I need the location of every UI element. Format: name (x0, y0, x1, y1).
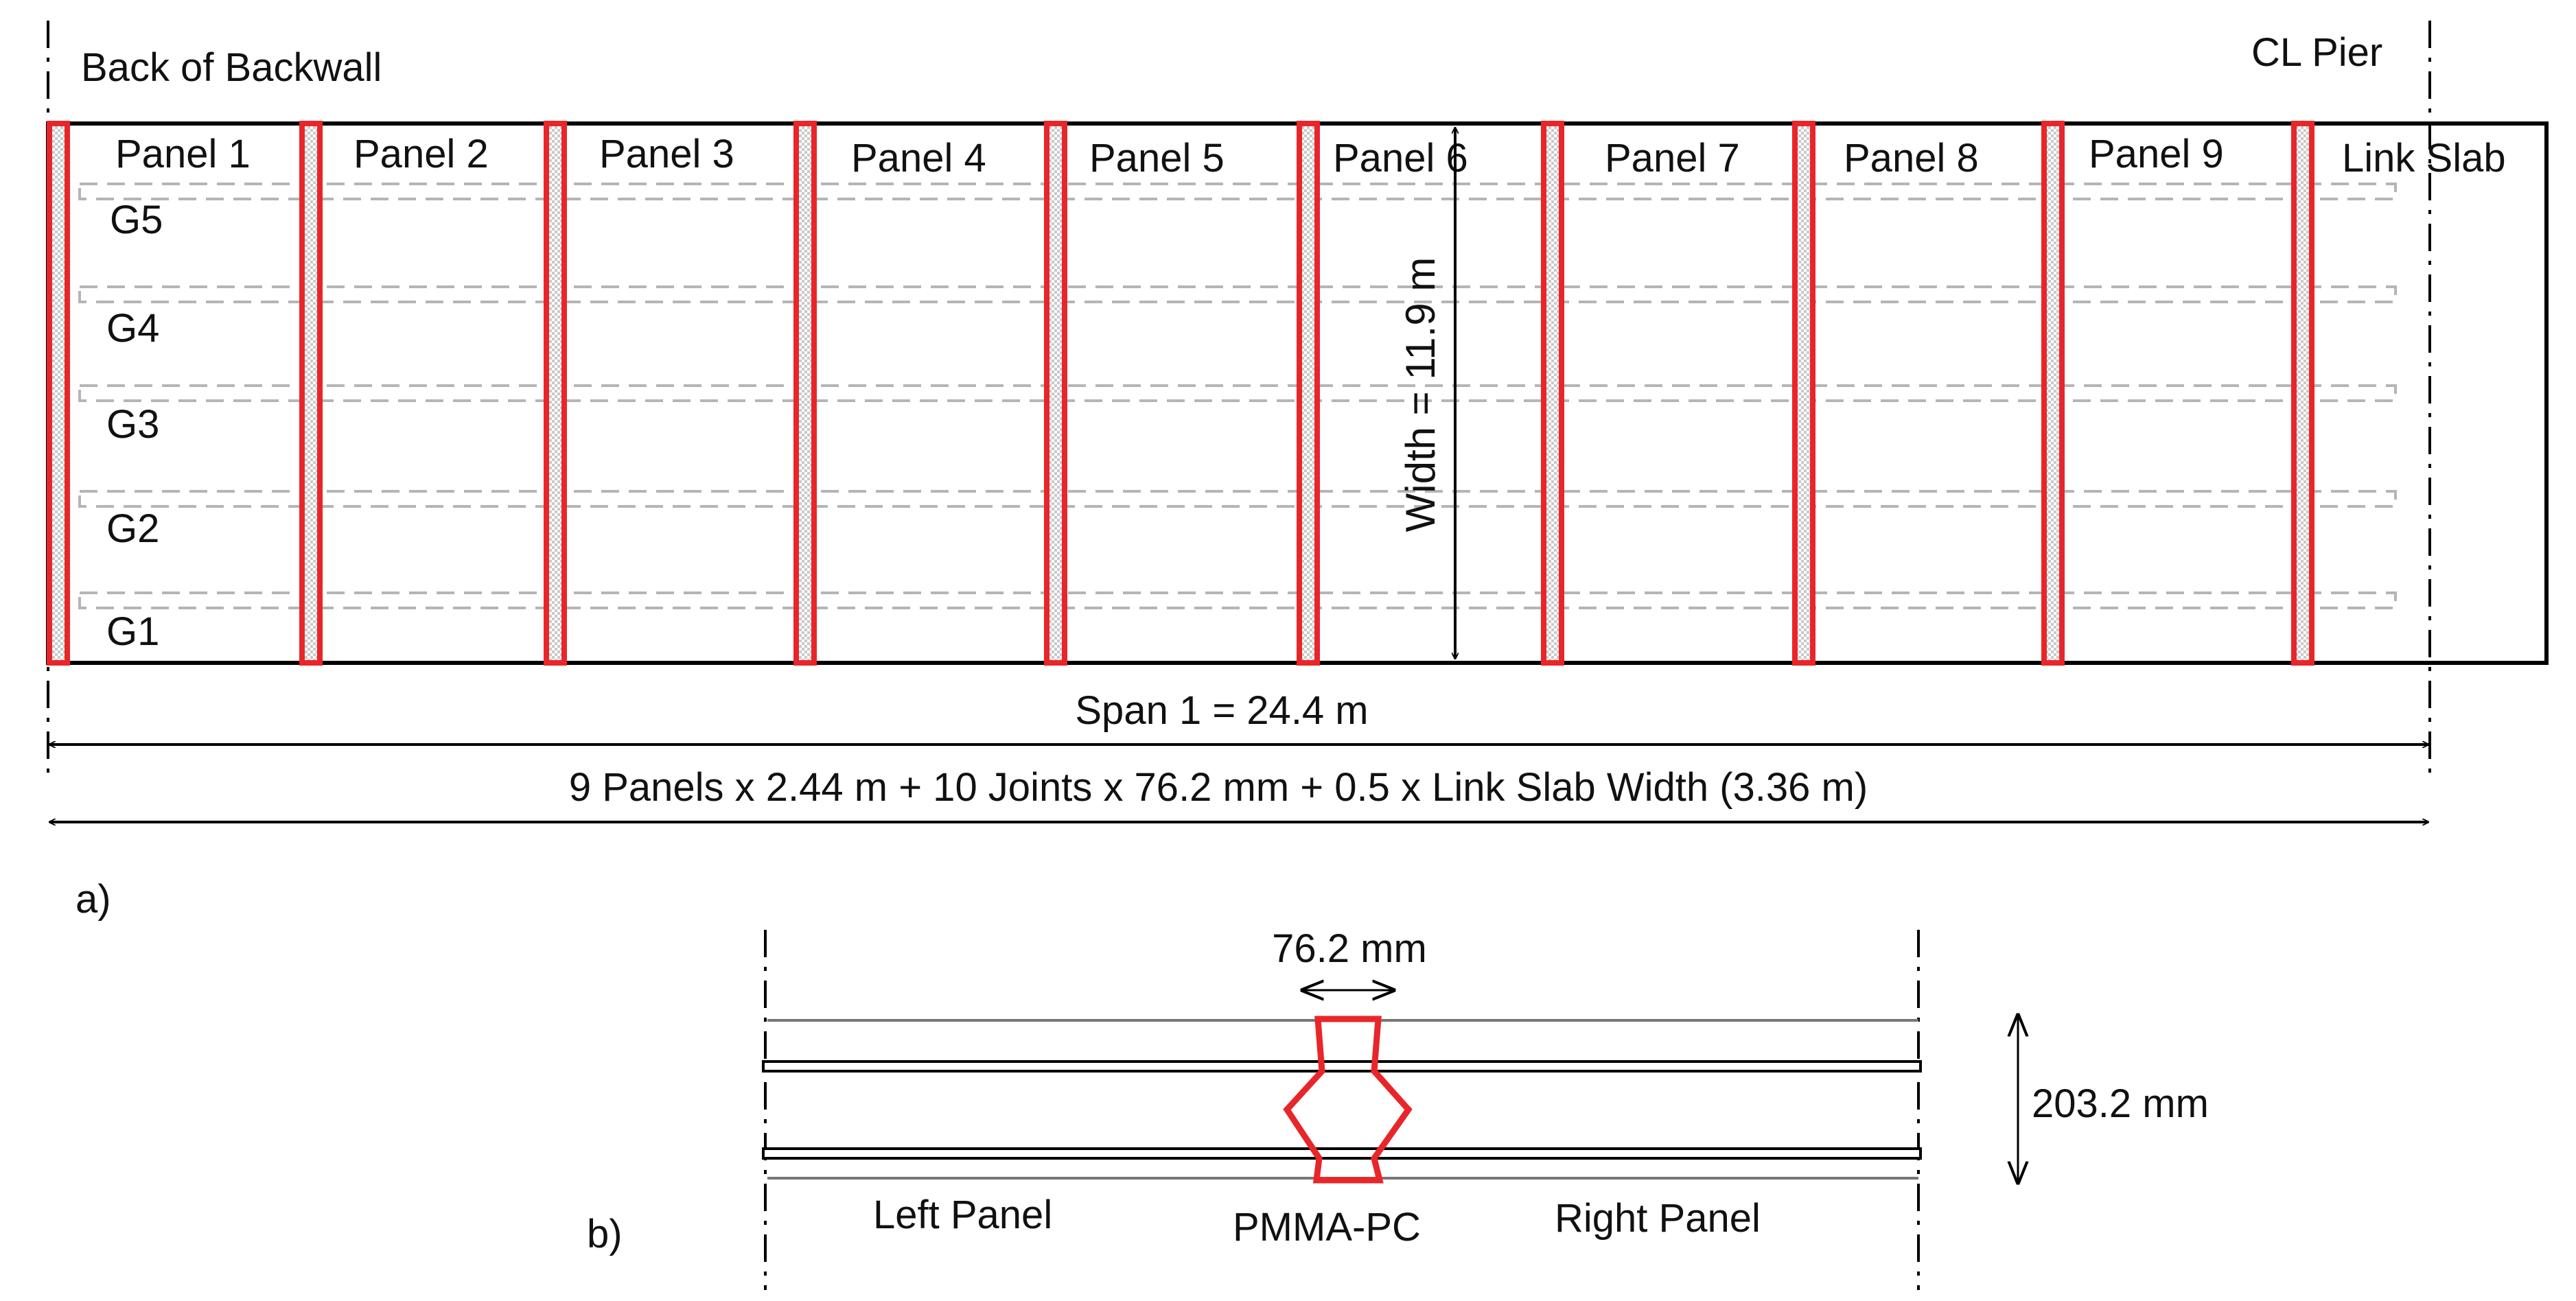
panel-label: Panel 9 (2089, 132, 2224, 176)
panel-label: Panel 8 (1844, 136, 1979, 180)
pmma-pc-joint (1283, 1016, 1413, 1184)
girder-labels: G5 G4 G3 G2 G1 (106, 198, 163, 654)
panel-labels: Panel 1 Panel 2 Panel 3 Panel 4 Panel 5 … (115, 132, 2506, 180)
joint-material-label: PMMA-PC (1233, 1205, 1421, 1250)
girder-label: G2 (106, 506, 159, 551)
joint (1792, 121, 1815, 666)
slab-layers (762, 1019, 1922, 1180)
joint (2291, 121, 2314, 666)
girder-label: G5 (110, 198, 163, 242)
panel-label: Panel 3 (599, 132, 734, 176)
joint (299, 121, 323, 666)
panel-label: Panel 4 (851, 136, 986, 180)
part-b-label: b) (587, 1212, 623, 1256)
left-panel-label: Left Panel (873, 1193, 1052, 1237)
span-label: Span 1 = 24.4 m (1075, 688, 1368, 733)
panel-label: Panel 5 (1089, 136, 1225, 180)
plan-view: Back of Backwall CL Pier Panel (46, 21, 2549, 922)
girder-label: G4 (106, 306, 159, 351)
panel-label: Panel 2 (353, 132, 489, 176)
part-a-label: a) (76, 877, 111, 922)
back-of-backwall-label: Back of Backwall (81, 45, 382, 90)
joint (2041, 121, 2065, 666)
joints (47, 121, 2314, 666)
panel-label: Panel 7 (1605, 136, 1740, 180)
joint (544, 121, 567, 666)
panel-label: Panel 1 (115, 132, 251, 176)
joint (1541, 121, 1564, 666)
panel-label: Panel 6 (1333, 136, 1468, 180)
cl-pier-label: CL Pier (2251, 30, 2382, 75)
girder-label: G1 (106, 609, 159, 654)
girder-label: G3 (106, 402, 159, 447)
joint-section: 76.2 mm 203.2 mm Left Panel PMMA-PC Righ… (587, 926, 2209, 1290)
joint (793, 121, 817, 666)
girder-lines (78, 183, 2397, 609)
joint (1297, 121, 1320, 666)
joint (47, 121, 70, 666)
right-panel-label: Right Panel (1555, 1196, 1761, 1241)
formula-label: 9 Panels x 2.44 m + 10 Joints x 76.2 mm … (569, 765, 1868, 810)
link-slab-label: Link Slab (2342, 136, 2506, 180)
depth-label: 203.2 mm (2032, 1081, 2209, 1126)
joint-width-label: 76.2 mm (1272, 926, 1427, 971)
width-label: Width = 11.9 m (1397, 257, 1443, 532)
joint (1044, 121, 1067, 666)
